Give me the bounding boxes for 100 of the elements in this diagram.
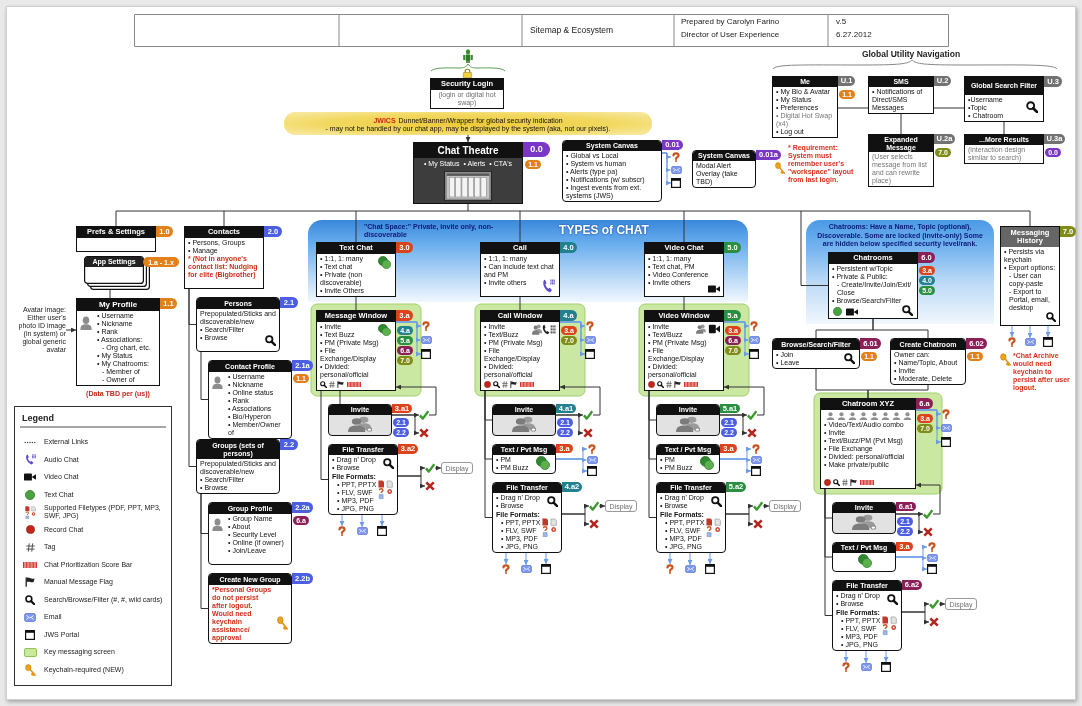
arrow [555,458,588,474]
arrow [938,601,946,607]
envelope-icon [584,336,596,344]
arrow [843,650,849,663]
arrow [561,513,590,527]
connector-line [1003,121,1005,135]
check-icon [929,599,939,609]
band-heading: TYPES of CHAT [558,223,650,237]
arrow [1027,325,1033,339]
envelope-icon [860,663,872,671]
arrow [895,513,924,535]
connector-line [872,318,929,339]
title-block-text: Director of User Experience [681,30,781,40]
screen-title: Chat Theatre [414,143,522,158]
connector-line [683,210,685,243]
cross-icon [923,527,933,537]
cross-icon [929,617,939,627]
legend-title: Legend [22,413,55,424]
arrow [723,384,765,416]
arrow [863,650,869,664]
info-band [308,220,748,302]
window-icon [705,564,715,574]
envelope-icon [1024,338,1036,346]
connector-line [109,289,111,299]
title-block-text: Sitemap & Ecosystem [530,25,615,36]
arrow [723,321,750,357]
question-mark-icon [751,444,761,454]
arrow [465,134,471,143]
question-mark-icon [749,321,759,331]
connector-line [355,210,357,243]
envelope-icon [420,336,432,344]
question-mark-icon [585,321,595,331]
connector-line [900,113,902,135]
check-icon [419,410,429,420]
arrow [687,552,693,566]
window-icon [927,564,937,574]
arrow [598,503,606,509]
arrow [661,152,672,186]
arrow [339,514,345,527]
question-mark-icon [587,444,597,454]
window-icon [1043,337,1053,347]
connector-line [867,384,929,399]
cross-icon [419,428,429,438]
envelope-icon [750,456,762,464]
arrow [762,503,770,509]
arrow [397,475,426,489]
arrow [359,514,365,528]
window-icon [541,564,551,574]
cross-icon [753,519,763,529]
check-icon [923,509,933,519]
question-mark-icon [927,542,937,552]
check-icon [583,410,593,420]
window-icon [421,349,431,359]
question-mark-icon [941,409,951,419]
arrow [543,552,549,565]
arrow [719,414,748,436]
arrow [395,384,437,416]
check-icon [747,410,757,420]
section-heading: Global Utility Navigation [860,49,962,60]
arrow [503,552,509,565]
title-block-text: Prepared by Carolyn Farino [681,17,781,27]
question-mark-icon [337,526,347,536]
screen-title: My Profile [77,299,159,311]
arrow [395,321,422,357]
arrow [559,321,586,357]
info-band [806,220,994,324]
connector-line [223,210,225,227]
window-icon [377,526,387,536]
connector-line [188,288,197,467]
arrow [1045,325,1051,338]
arrow [667,552,673,565]
connector-line [484,390,493,518]
arrow [915,409,942,445]
check-icon [753,501,763,511]
arrow [1009,325,1015,338]
connector-line [933,107,965,109]
envelope-icon [940,424,952,432]
arrow [725,513,754,527]
arrow [719,458,752,474]
envelope-icon [356,527,368,535]
check-icon [589,501,599,511]
envelope-icon [926,554,938,562]
window-icon [881,662,891,672]
window-icon [749,349,759,359]
question-mark-icon [501,564,511,574]
check-icon [425,463,435,473]
connector-line [837,107,869,109]
arrow [883,650,889,663]
envelope-icon [684,565,696,573]
arrow [391,414,420,436]
window-icon [941,437,951,447]
arrow [555,414,584,436]
section-number: 0.0 [523,142,550,157]
cross-icon [425,481,435,491]
cross-icon [589,519,599,529]
question-mark-icon [665,564,675,574]
connector-line [200,351,209,400]
window-icon [671,178,681,188]
arrow [65,327,77,333]
question-mark-icon [841,662,851,672]
